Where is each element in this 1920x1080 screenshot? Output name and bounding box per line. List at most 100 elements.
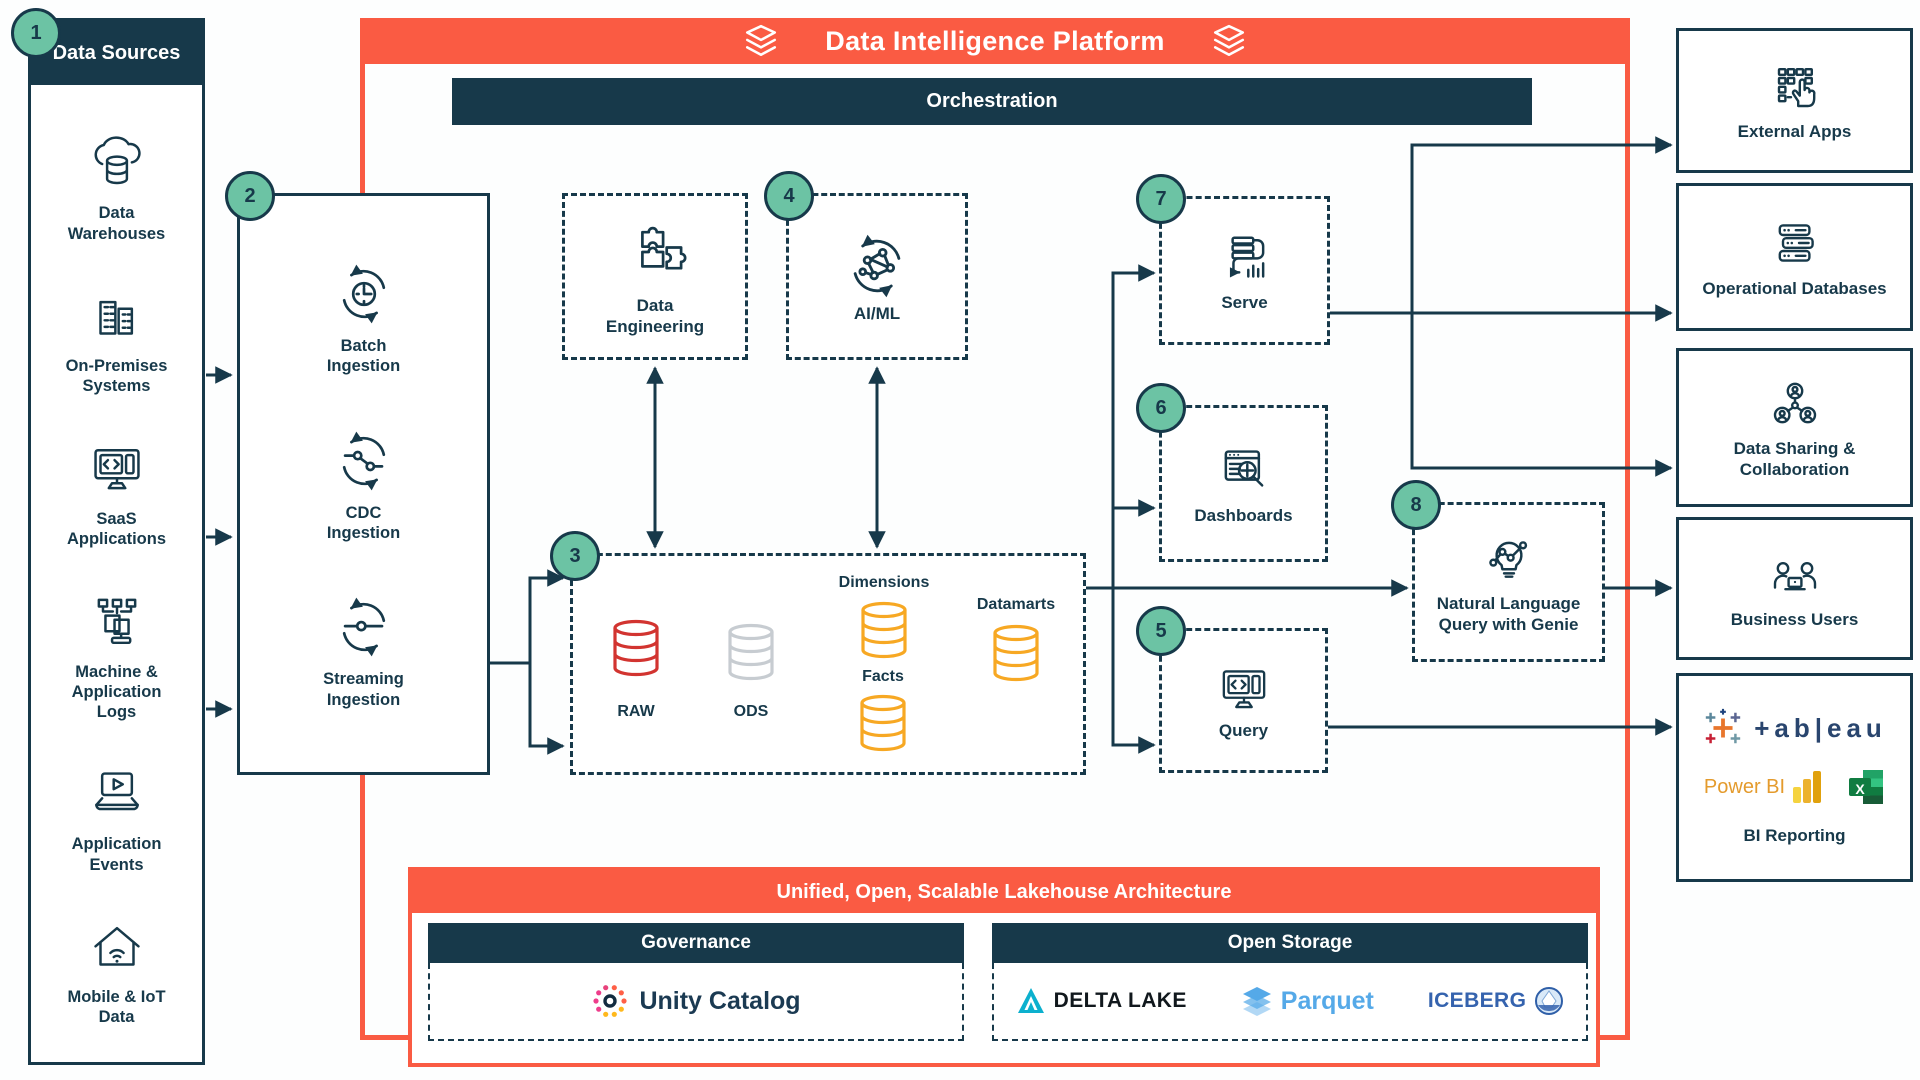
dashboards-label: Dashboards xyxy=(1194,506,1293,526)
code-monitor-icon xyxy=(93,448,140,490)
query-box: Query xyxy=(1159,628,1328,773)
ai-ml-box: AI/ML xyxy=(786,193,968,360)
iceberg-logo: ICEBERG xyxy=(1428,986,1564,1016)
dimensions-label: Dimensions xyxy=(838,574,930,591)
source-label: Machine & Application Logs xyxy=(71,662,162,721)
external-apps-icon xyxy=(1777,68,1815,108)
external-apps-box: External Apps xyxy=(1676,28,1913,173)
cloud-database-icon xyxy=(94,136,141,185)
open-storage-title: Open Storage xyxy=(1227,932,1353,953)
streaming-ingestion: Streaming Ingestion xyxy=(309,591,419,709)
bi-logos-row: Power BI X xyxy=(1703,770,1885,805)
facts-database-icon xyxy=(860,694,906,752)
destination-label: Business Users xyxy=(1730,610,1859,630)
source-label: On-Premises Systems xyxy=(65,357,168,396)
data-engineering-label: Data Engineering xyxy=(605,295,705,336)
ods-database-icon xyxy=(728,623,774,681)
step-badge-5: 5 xyxy=(1136,606,1186,656)
source-application-events: Application Events xyxy=(57,762,177,874)
orchestration-label: Orchestration xyxy=(926,90,1058,112)
unity-catalog-icon xyxy=(593,985,628,1017)
dashboards-icon xyxy=(1224,450,1263,487)
query-monitor-icon xyxy=(1222,670,1265,709)
destination-label: BI Reporting xyxy=(1743,826,1846,846)
serve-icon xyxy=(1229,236,1264,278)
destination-label: Operational Databases xyxy=(1702,278,1887,298)
delta-lake-wordmark: DELTA LAKE xyxy=(1053,989,1187,1012)
serve-box: Serve xyxy=(1159,196,1330,345)
source-saas-apps: SaaS Applications xyxy=(57,437,177,549)
source-label: SaaS Applications xyxy=(66,509,166,549)
iceberg-wordmark: ICEBERG xyxy=(1427,989,1527,1012)
streaming-ingestion-icon xyxy=(342,598,385,657)
parquet-wordmark: Parquet xyxy=(1280,986,1374,1015)
raw-database-icon xyxy=(613,619,659,677)
ingestion-label: Streaming Ingestion xyxy=(323,670,404,709)
step-badge-7: 7 xyxy=(1136,174,1186,224)
excel-icon xyxy=(1849,770,1884,805)
source-data-warehouses: Data Warehouses xyxy=(57,131,177,243)
datamarts-database-icon xyxy=(993,624,1039,682)
datamarts-label: Datamarts xyxy=(976,596,1056,613)
layers-icon xyxy=(746,24,777,57)
platform-title: Data Intelligence Platform xyxy=(825,25,1165,56)
unity-catalog-logo: Unity Catalog xyxy=(591,982,801,1020)
serve-label: Serve xyxy=(1221,293,1268,313)
open-storage-panel: Open Storage DELTA LAKE xyxy=(992,923,1588,1041)
iceberg-icon xyxy=(1535,987,1564,1015)
server-stack-icon xyxy=(1778,223,1814,262)
operational-databases-box: Operational Databases xyxy=(1676,183,1913,331)
ods-label: ODS xyxy=(733,703,769,720)
platform-title-band: Data Intelligence Platform xyxy=(360,18,1630,64)
genie-bulb-icon xyxy=(1488,541,1527,579)
open-storage-header: Open Storage xyxy=(992,923,1588,963)
tableau-mark-icon xyxy=(1706,708,1741,744)
genie-box: Natural Language Query with Genie xyxy=(1412,502,1605,662)
excel-x-glyph: X xyxy=(1855,781,1865,798)
business-users-icon xyxy=(1773,562,1816,591)
power-bi-wordmark: Power BI xyxy=(1703,775,1786,798)
dashboards-box: Dashboards xyxy=(1159,405,1328,562)
delta-lake-logo: DELTA LAKE xyxy=(1016,986,1187,1016)
governance-header: Governance xyxy=(428,923,964,963)
step-badge-3: 3 xyxy=(550,531,600,581)
sharing-users-icon xyxy=(1773,382,1816,424)
source-mobile-iot: Mobile & IoT Data xyxy=(57,915,177,1027)
data-engineering-box: Data Engineering xyxy=(562,193,748,360)
ai-network-icon xyxy=(853,234,901,298)
data-sources-title: Data Sources xyxy=(52,41,181,64)
batch-ingestion-icon xyxy=(342,264,385,324)
data-sources-list: Data Warehouses On-Premises Systems SaaS xyxy=(31,85,202,1074)
tableau-logo: +ab|eau xyxy=(1702,708,1887,748)
parquet-icon xyxy=(1242,987,1271,1016)
source-machine-logs: Machine & Application Logs xyxy=(57,590,177,722)
tableau-wordmark: +ab|eau xyxy=(1754,712,1887,743)
business-users-box: Business Users xyxy=(1676,517,1913,660)
step-badge-8: 8 xyxy=(1391,480,1441,530)
layers-icon xyxy=(1213,24,1244,57)
facts-label: Facts xyxy=(862,668,904,685)
puzzle-icon xyxy=(641,226,687,270)
genie-label: Natural Language Query with Genie xyxy=(1436,594,1581,634)
power-bi-bars-icon xyxy=(1793,771,1822,804)
data-sharing-box: Data Sharing & Collaboration xyxy=(1676,348,1913,507)
lakehouse-flow-box: RAW ODS Dimensions Facts Datamarts xyxy=(570,553,1086,775)
source-label: Mobile & IoT Data xyxy=(67,988,166,1027)
lakehouse-banner-label: Unified, Open, Scalable Lakehouse Archit… xyxy=(776,880,1232,903)
governance-body: Unity Catalog xyxy=(428,963,964,1041)
ai-ml-label: AI/ML xyxy=(853,304,901,324)
data-sources-panel: Data Sources Data Warehouses On-Premises… xyxy=(28,18,205,1065)
buildings-icon xyxy=(98,301,133,335)
excel-logo: X xyxy=(1849,770,1885,805)
destination-label: Data Sharing & Collaboration xyxy=(1733,438,1856,479)
bi-reporting-box: +ab|eau Power BI X xyxy=(1676,673,1913,882)
cdc-ingestion: CDC Ingestion xyxy=(309,425,419,543)
delta-lake-icon xyxy=(1017,988,1044,1013)
raw-label: RAW xyxy=(617,703,655,720)
home-wifi-icon xyxy=(93,927,140,966)
step-badge-2: 2 xyxy=(225,171,275,221)
ingestion-label: Batch Ingestion xyxy=(326,337,401,376)
parquet-logo: Parquet xyxy=(1241,986,1374,1016)
unity-catalog-wordmark: Unity Catalog xyxy=(639,986,801,1015)
